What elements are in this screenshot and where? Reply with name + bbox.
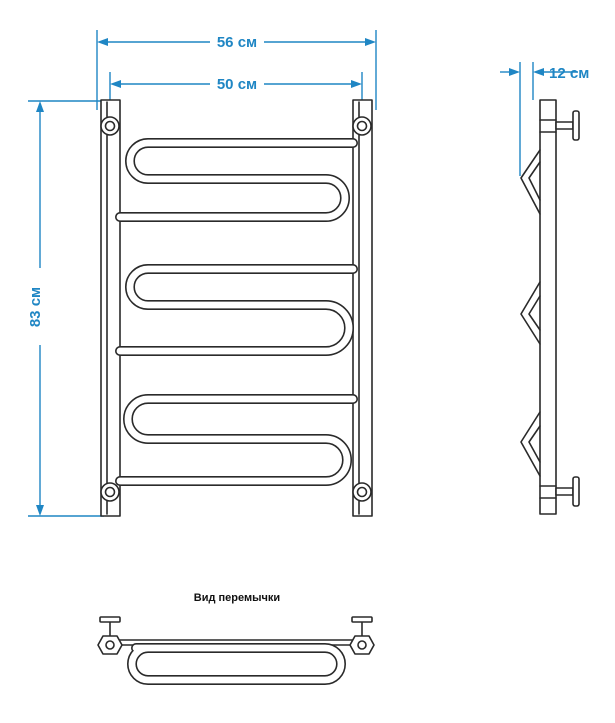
- side-view: 12 см: [500, 62, 589, 515]
- depth-label: 12 см: [549, 65, 589, 82]
- dimension-outer-width: 56 см: [96, 30, 377, 110]
- bridge-right-collector: [349, 616, 375, 655]
- side-bend-1: [520, 149, 541, 215]
- dimension-inner-width: 50 см: [109, 72, 363, 112]
- serpentine-section-1: [115, 138, 358, 222]
- side-bend-3: [520, 411, 541, 477]
- inner-width-label: 50 см: [217, 76, 257, 93]
- serpentine-section-2: [115, 264, 358, 356]
- left-collector: [100, 99, 121, 517]
- right-collector: [352, 99, 373, 517]
- outer-width-label: 56 см: [217, 34, 257, 51]
- bridge-caption: Вид перемычки: [194, 592, 280, 604]
- side-collector: [539, 99, 557, 515]
- dimension-depth: 12 см: [500, 62, 589, 176]
- side-bottom-mount: [555, 476, 580, 507]
- bridge-left-collector: [97, 616, 123, 655]
- dimension-height: 83 см: [27, 100, 104, 517]
- serpentine-section-3: [115, 394, 358, 486]
- front-view: 56 см 50 см 83 см: [27, 30, 377, 517]
- bridge-loop: [127, 643, 346, 685]
- side-bend-2: [520, 281, 541, 345]
- side-top-mount: [555, 110, 580, 141]
- bridge-view: Вид перемычки: [97, 592, 375, 685]
- height-label: 83 см: [27, 287, 44, 327]
